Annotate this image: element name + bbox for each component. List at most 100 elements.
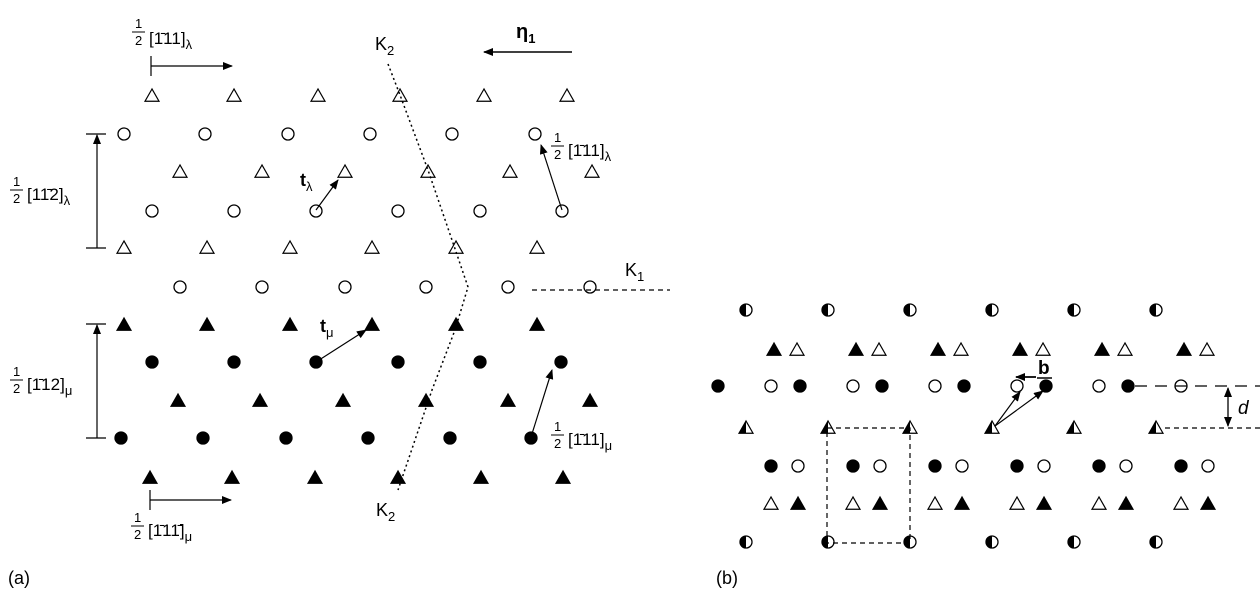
- open-triangle-site: [762, 495, 780, 510]
- open-circle-site: [928, 379, 942, 393]
- top-left-dimension: [150, 56, 233, 76]
- filled-circle-site: [764, 459, 778, 473]
- filled-triangle-site: [198, 316, 216, 331]
- half-filled-triangle-site: [1147, 419, 1165, 434]
- svg-text:1: 1: [13, 174, 20, 189]
- filled-triangle-site: [363, 316, 381, 331]
- half-circle-fill: [1150, 536, 1156, 548]
- panel-a-label: (a): [8, 568, 30, 588]
- filled-circle-site: [391, 355, 405, 369]
- half-filled-triangle-site: [1065, 419, 1083, 434]
- half-filled-circle-site: [821, 303, 835, 317]
- right-lambda-vector-label: 1 2 [1̄11]λ: [551, 130, 612, 164]
- filled-circle-site: [711, 379, 725, 393]
- open-triangle-site: [419, 163, 437, 178]
- half-filled-circle-site: [1149, 303, 1163, 317]
- filled-triangle-site: [223, 469, 241, 484]
- right-mu-arrow: [530, 369, 554, 438]
- t-lambda-arrow: [315, 179, 339, 211]
- svg-text:[1̄11]λ: [1̄11]λ: [568, 141, 612, 164]
- filled-circle-site: [1174, 459, 1188, 473]
- panel-b-lattice-sites: [711, 303, 1217, 549]
- half-circle-fill: [1068, 304, 1074, 316]
- filled-triangle-site: [789, 495, 807, 510]
- open-triangle-site: [281, 239, 299, 254]
- svg-text:2: 2: [13, 191, 20, 206]
- filled-circle-site: [473, 355, 487, 369]
- filled-triangle-site: [499, 392, 517, 407]
- filled-circle-site: [1092, 459, 1106, 473]
- half-triangle-fill: [985, 421, 992, 434]
- filled-circle-site: [1010, 459, 1024, 473]
- filled-triangle-site: [765, 341, 783, 356]
- open-circle-site: [501, 280, 515, 294]
- panel-b-label: (b): [716, 568, 738, 588]
- open-triangle-site: [926, 495, 944, 510]
- open-circle-site: [363, 127, 377, 141]
- right-lambda-arrow: [539, 144, 563, 211]
- open-circle-site: [955, 459, 969, 473]
- svg-text:1: 1: [13, 364, 20, 379]
- svg-text:[1̄11̄]μ: [1̄11̄]μ: [148, 521, 192, 544]
- open-triangle-site: [447, 239, 465, 254]
- shuffle-arrow-1: [994, 391, 1021, 427]
- filled-triangle-site: [1035, 495, 1053, 510]
- t-lambda-label: tλ: [300, 170, 313, 194]
- left-lambda-vector-label: 1 2 [11̄2]λ: [10, 174, 71, 208]
- open-circle-site: [1037, 459, 1051, 473]
- filled-triangle-site: [306, 469, 324, 484]
- open-triangle-site: [171, 163, 189, 178]
- filled-circle-site: [145, 355, 159, 369]
- open-triangle-site: [475, 87, 493, 102]
- filled-triangle-site: [417, 392, 435, 407]
- half-filled-circle-site: [985, 535, 999, 549]
- open-circle-site: [198, 127, 212, 141]
- open-circle-site: [1092, 379, 1106, 393]
- open-circle-site: [473, 204, 487, 218]
- svg-text:[1̄12]μ: [1̄12]μ: [27, 375, 72, 398]
- open-triangle-site: [198, 239, 216, 254]
- open-triangle-site: [336, 163, 354, 178]
- svg-text:[1̄11]λ: [1̄11]λ: [149, 29, 193, 52]
- svg-text:[1̄11]μ: [1̄11]μ: [568, 430, 612, 453]
- half-filled-triangle-site: [819, 419, 837, 434]
- right-mu-vector-label: 1 2 [1̄11]μ: [551, 419, 612, 453]
- half-triangle-fill: [739, 421, 746, 434]
- open-triangle-site: [583, 163, 601, 178]
- open-circle-site: [791, 459, 805, 473]
- half-circle-fill: [1068, 536, 1074, 548]
- half-triangle-fill: [1149, 421, 1156, 434]
- half-filled-triangle-site: [901, 419, 919, 434]
- open-triangle-site: [1116, 341, 1134, 356]
- filled-triangle-site: [1199, 495, 1217, 510]
- open-circle-site: [255, 280, 269, 294]
- filled-triangle-site: [1093, 341, 1111, 356]
- half-filled-circle-site: [1149, 535, 1163, 549]
- svg-text:2: 2: [135, 33, 142, 48]
- panel-a-lattice-sites: [114, 87, 601, 484]
- filled-circle-site: [957, 379, 971, 393]
- half-filled-triangle-site: [983, 419, 1001, 434]
- k2-twin-boundary-line: [387, 63, 469, 491]
- open-circle-site: [145, 204, 159, 218]
- svg-text:1: 1: [135, 16, 142, 31]
- k2-top-label: K2: [375, 34, 394, 58]
- open-triangle-site: [115, 239, 133, 254]
- open-triangle-site: [501, 163, 519, 178]
- open-triangle-site: [528, 239, 546, 254]
- half-filled-circle-site: [1067, 303, 1081, 317]
- half-circle-fill: [822, 304, 828, 316]
- open-circle-site: [391, 204, 405, 218]
- half-filled-circle-site: [903, 535, 917, 549]
- half-circle-fill: [822, 536, 828, 548]
- open-triangle-site: [1090, 495, 1108, 510]
- svg-text:2: 2: [13, 381, 20, 396]
- open-circle-site: [309, 204, 323, 218]
- filled-triangle-site: [141, 469, 159, 484]
- half-filled-circle-site: [985, 303, 999, 317]
- svg-text:2: 2: [554, 436, 561, 451]
- open-circle-site: [1119, 459, 1133, 473]
- filled-circle-site: [1121, 379, 1135, 393]
- half-filled-circle-site: [739, 303, 753, 317]
